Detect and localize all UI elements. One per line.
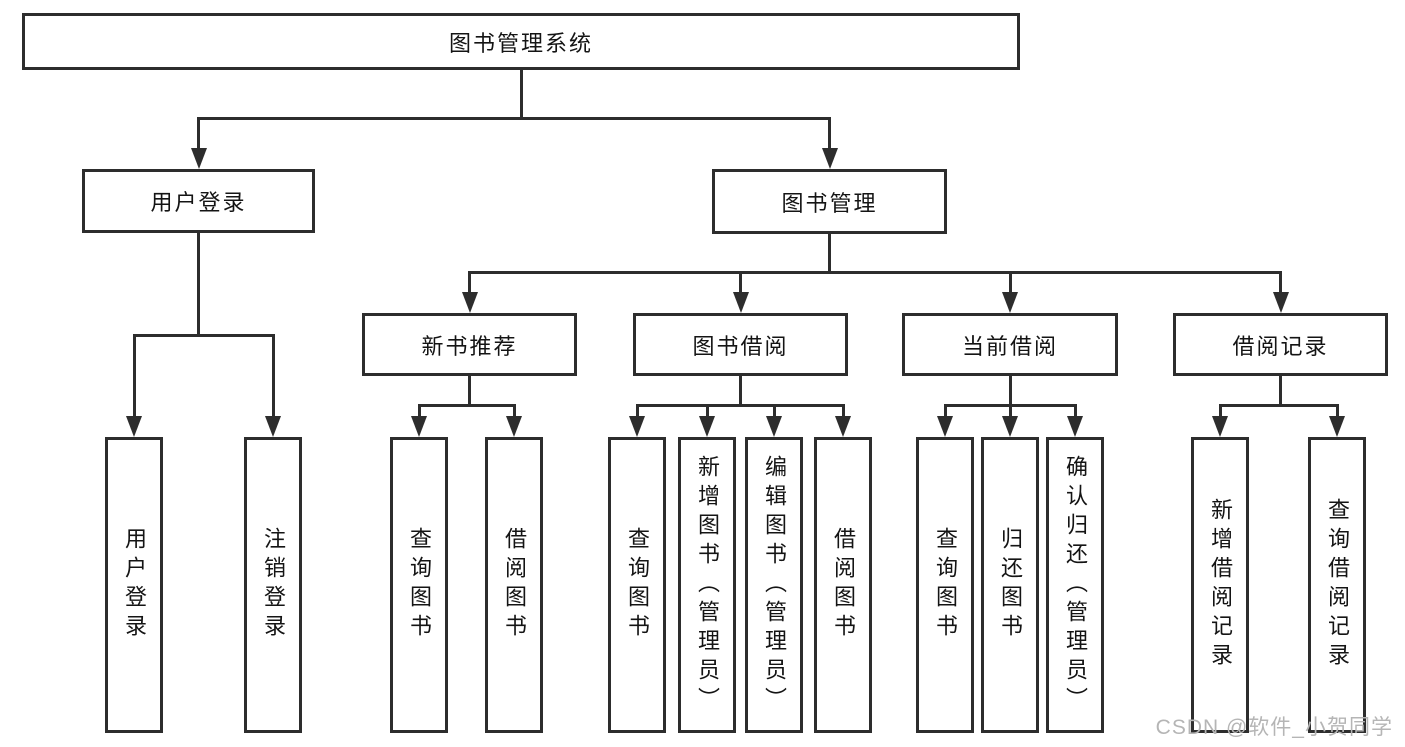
connector-bar-borrow-records: [1218, 404, 1339, 407]
node-nbr-borrow: 借阅图书: [485, 437, 543, 733]
connector-stem-book-mgmt: [828, 234, 831, 274]
node-br-add: 新增借阅记录: [1191, 437, 1249, 733]
connector-stem-current-borrow: [1008, 376, 1012, 407]
arrow-down-icon-nbr-borrow: [506, 416, 522, 437]
connector-drop-bb-add: [705, 404, 709, 416]
arrow-down-icon-cb-confirm: [1067, 416, 1083, 437]
connector-drop-cb-confirm: [1073, 404, 1077, 416]
connector-drop-br-add: [1218, 404, 1222, 416]
node-bb-add: 新增图书（管理员）: [678, 437, 736, 733]
connector-drop-br-query: [1335, 404, 1339, 416]
connector-drop-current-borrow: [1008, 271, 1012, 292]
node-user-login: 用户登录: [82, 169, 315, 233]
connector-stem-user-login: [197, 233, 200, 337]
arrow-down-icon-user-login: [190, 148, 207, 169]
connector-drop-borrow-records: [1279, 271, 1282, 292]
node-bb-query: 查询图书: [608, 437, 666, 733]
arrow-down-icon-br-add: [1212, 416, 1228, 437]
arrow-down-icon-cb-return: [1002, 416, 1018, 437]
node-br-query: 查询借阅记录: [1308, 437, 1366, 733]
connector-drop-leaf-logout: [271, 334, 275, 416]
arrow-down-icon-new-book-rec: [461, 292, 478, 313]
node-cb-query: 查询图书: [916, 437, 974, 733]
node-bb-edit: 编辑图书（管理员）: [745, 437, 803, 733]
node-new-book-rec: 新书推荐: [362, 313, 577, 376]
arrow-down-icon-nbr-query: [411, 416, 427, 437]
connector-drop-leaf-user-login: [132, 334, 136, 416]
arrow-down-icon-bb-add: [699, 416, 715, 437]
node-borrow-records: 借阅记录: [1173, 313, 1388, 376]
csdn-watermark: CSDN @软件_小贺同学: [1155, 716, 1393, 739]
connector-bar-user-login: [132, 334, 275, 337]
arrow-down-icon-bb-edit: [766, 416, 782, 437]
arrow-down-icon-bb-query: [629, 416, 645, 437]
node-book-borrow: 图书借阅: [633, 313, 848, 376]
connector-drop-nbr-query: [417, 404, 421, 416]
connector-stem-new-book-rec: [468, 376, 471, 407]
connector-bar-book-mgmt: [468, 271, 1282, 274]
connector-bar-new-book-rec: [417, 404, 516, 407]
connector-drop-cb-query: [943, 404, 947, 416]
node-root: 图书管理系统: [22, 13, 1020, 70]
node-leaf-user-login: 用户登录: [105, 437, 163, 733]
node-cb-return: 归还图书: [981, 437, 1039, 733]
node-bb-borrow: 借阅图书: [814, 437, 872, 733]
node-nbr-query: 查询图书: [390, 437, 448, 733]
arrow-down-icon-book-mgmt: [821, 148, 838, 169]
node-leaf-logout: 注销登录: [244, 437, 302, 733]
arrow-down-icon-book-borrow: [732, 292, 749, 313]
connector-drop-nbr-borrow: [512, 404, 516, 416]
arrow-down-icon-current-borrow: [1002, 292, 1018, 313]
connector-drop-book-mgmt: [828, 117, 831, 148]
connector-drop-bb-edit: [772, 404, 776, 416]
arrow-down-icon-cb-query: [937, 416, 953, 437]
connector-stem-borrow-records: [1279, 376, 1282, 407]
connector-drop-bb-query: [635, 404, 639, 416]
arrow-down-icon-br-query: [1329, 416, 1345, 437]
node-current-borrow: 当前借阅: [902, 313, 1118, 376]
connector-bar-book-borrow: [635, 404, 845, 407]
arrow-down-icon-leaf-logout: [265, 416, 281, 437]
connector-drop-cb-return: [1008, 404, 1012, 416]
connector-drop-user-login: [197, 117, 200, 148]
arrow-down-icon-bb-borrow: [835, 416, 851, 437]
connector-stem-root: [519, 70, 523, 120]
connector-drop-book-borrow: [739, 271, 742, 292]
connector-bar-root: [197, 117, 831, 120]
arrow-down-icon-leaf-user-login: [126, 416, 142, 437]
arrow-down-icon-borrow-records: [1272, 292, 1289, 313]
connector-drop-bb-borrow: [841, 404, 845, 416]
node-book-mgmt: 图书管理: [712, 169, 947, 234]
connector-stem-book-borrow: [739, 376, 742, 407]
connector-drop-new-book-rec: [468, 271, 471, 292]
node-cb-confirm: 确认归还（管理员）: [1046, 437, 1104, 733]
